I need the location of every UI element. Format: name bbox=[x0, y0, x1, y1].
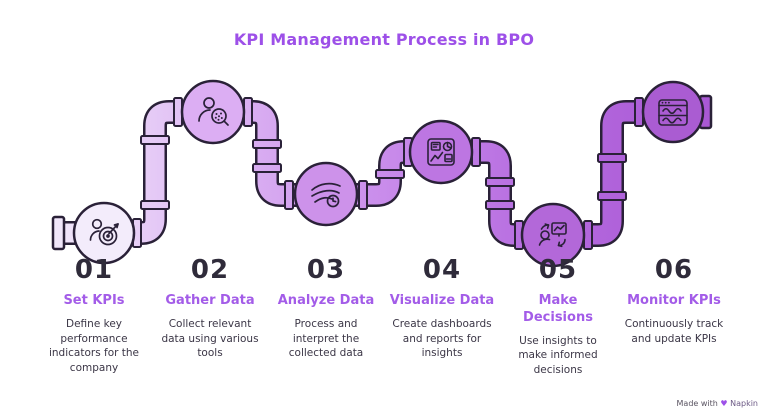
step-caption-make-decisions: 05 Make Decisions Use insights to make i… bbox=[504, 257, 612, 378]
step-description: Define key performance indicators for th… bbox=[48, 317, 140, 374]
step-title: Analyze Data bbox=[277, 293, 375, 308]
step-caption-set-kpis: 01 Set KPIs Define key performance indic… bbox=[40, 257, 148, 378]
step-number: 04 bbox=[422, 255, 462, 285]
step-node-5 bbox=[520, 202, 586, 268]
monitor-window-icon bbox=[658, 99, 688, 126]
step-title: Visualize Data bbox=[389, 293, 495, 308]
page-title: KPI Management Process in BPO bbox=[233, 30, 535, 49]
step-number: 03 bbox=[306, 255, 346, 285]
attribution-text: Made with bbox=[676, 399, 718, 408]
step-title: Monitor KPIs bbox=[627, 293, 721, 308]
step-node-3 bbox=[293, 161, 359, 227]
step-node-6 bbox=[641, 80, 705, 144]
step-number: 02 bbox=[190, 255, 230, 285]
person-magnifier-icon bbox=[198, 97, 229, 126]
attribution-brand: Napkin bbox=[730, 399, 758, 408]
step-description: Process and interpret the collected data bbox=[288, 317, 364, 360]
step-caption-visualize-data: 04 Visualize Data Create dashboards and … bbox=[388, 257, 496, 378]
flow-lines-icon bbox=[311, 182, 341, 208]
step-description: Collect relevant data using various tool… bbox=[161, 317, 259, 360]
person-screen-arrows-icon bbox=[538, 222, 567, 248]
heart-icon: ♥ bbox=[720, 399, 728, 408]
step-title: Set KPIs bbox=[63, 293, 125, 308]
step-caption-analyze-data: 03 Analyze Data Process and interpret th… bbox=[272, 257, 380, 378]
pipe-couplings bbox=[132, 97, 701, 250]
step-description: Use insights to make informed decisions bbox=[518, 334, 598, 377]
step-description: Continuously track and update KPIs bbox=[624, 317, 724, 345]
step-node-4 bbox=[408, 119, 474, 185]
step-number: 06 bbox=[654, 255, 694, 285]
attribution: Made with ♥ Napkin bbox=[677, 399, 758, 408]
step-title: Make Decisions bbox=[523, 293, 593, 325]
dashboard-charts-icon bbox=[427, 138, 455, 166]
step-number: 01 bbox=[74, 255, 114, 285]
step-description: Create dashboards and reports for insigh… bbox=[392, 317, 492, 360]
pipe-start-flange bbox=[51, 215, 66, 251]
person-target-icon bbox=[89, 218, 119, 246]
step-title: Gather Data bbox=[165, 293, 255, 308]
step-captions-row: 01 Set KPIs Define key performance indic… bbox=[40, 257, 728, 378]
step-caption-monitor-kpis: 06 Monitor KPIs Continuously track and u… bbox=[620, 257, 728, 378]
step-number: 05 bbox=[538, 255, 578, 285]
step-caption-gather-data: 02 Gather Data Collect relevant data usi… bbox=[156, 257, 264, 378]
